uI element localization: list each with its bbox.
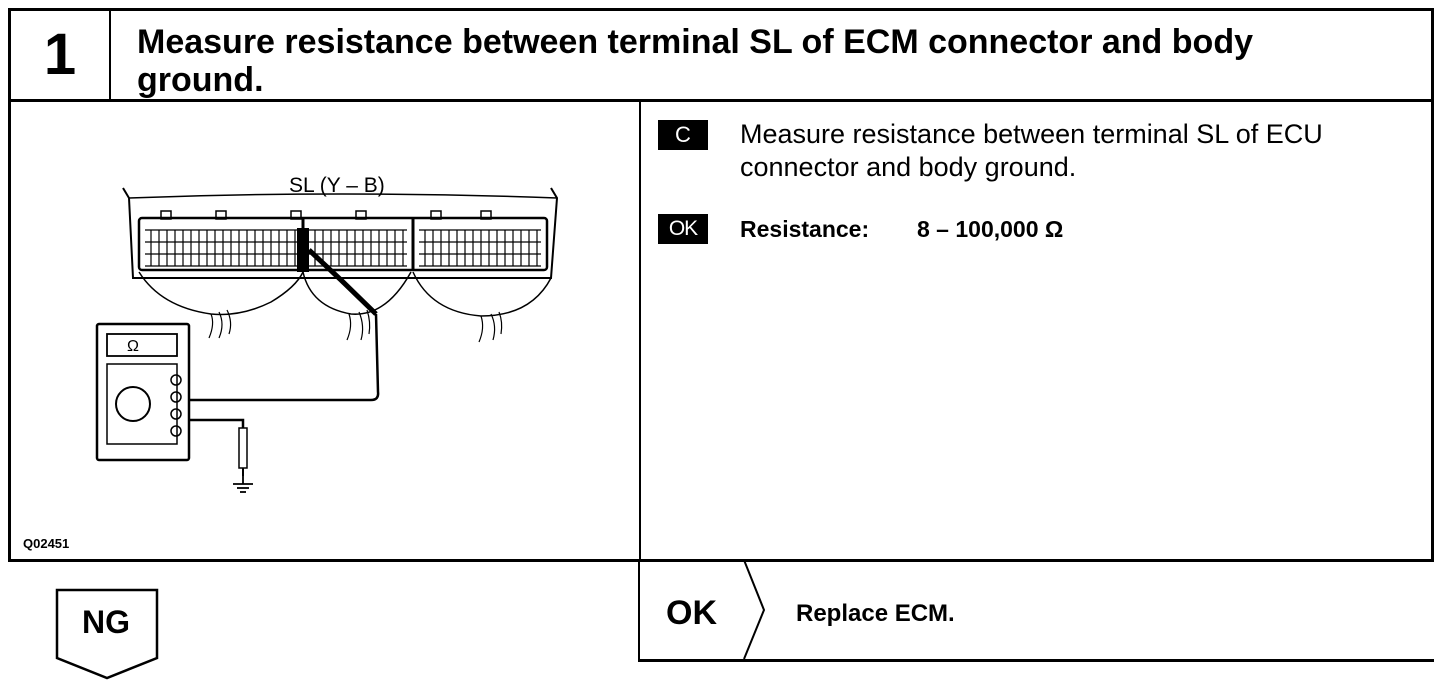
check-tag: C bbox=[658, 120, 708, 150]
ohmmeter-icon bbox=[95, 322, 191, 462]
terminal-label: SL (Y – B) bbox=[289, 174, 385, 197]
ok-tag: OK bbox=[658, 214, 708, 244]
step-header: 1 Measure resistance between terminal SL… bbox=[8, 8, 1434, 102]
ecm-connector-icon bbox=[122, 187, 559, 343]
column-divider bbox=[639, 102, 641, 559]
meter-symbol: Ω bbox=[127, 338, 139, 355]
test-probe-icon bbox=[189, 228, 380, 476]
spec-value: 8 – 100,000 Ω bbox=[917, 216, 1064, 242]
figure-code: Q02451 bbox=[23, 536, 70, 551]
ok-result-box: OK Replace ECM. bbox=[638, 560, 1434, 662]
check-instruction: Measure resistance between terminal SL o… bbox=[740, 119, 1323, 182]
ok-label: OK bbox=[666, 594, 717, 632]
step-number: 1 bbox=[43, 22, 77, 87]
step-title: Measure resistance between terminal SL o… bbox=[137, 23, 1253, 99]
ok-action: Replace ECM. bbox=[796, 600, 955, 627]
ground-icon bbox=[233, 476, 253, 493]
diagram-panel: Ω SL (Y – B) Q02451 bbox=[11, 102, 639, 559]
ng-label: NG bbox=[82, 604, 130, 640]
step-number-cell: 1 bbox=[11, 11, 111, 99]
content-box: Ω SL (Y – B) Q02451 C Measure resistance… bbox=[8, 102, 1434, 562]
chevron-right-icon bbox=[743, 560, 766, 659]
instructions-panel: C Measure resistance between terminal SL… bbox=[641, 102, 1431, 559]
spec-label: Resistance: bbox=[740, 216, 870, 242]
ng-arrow-icon bbox=[55, 588, 159, 680]
ecm-connector-diagram: Ω bbox=[95, 187, 559, 493]
